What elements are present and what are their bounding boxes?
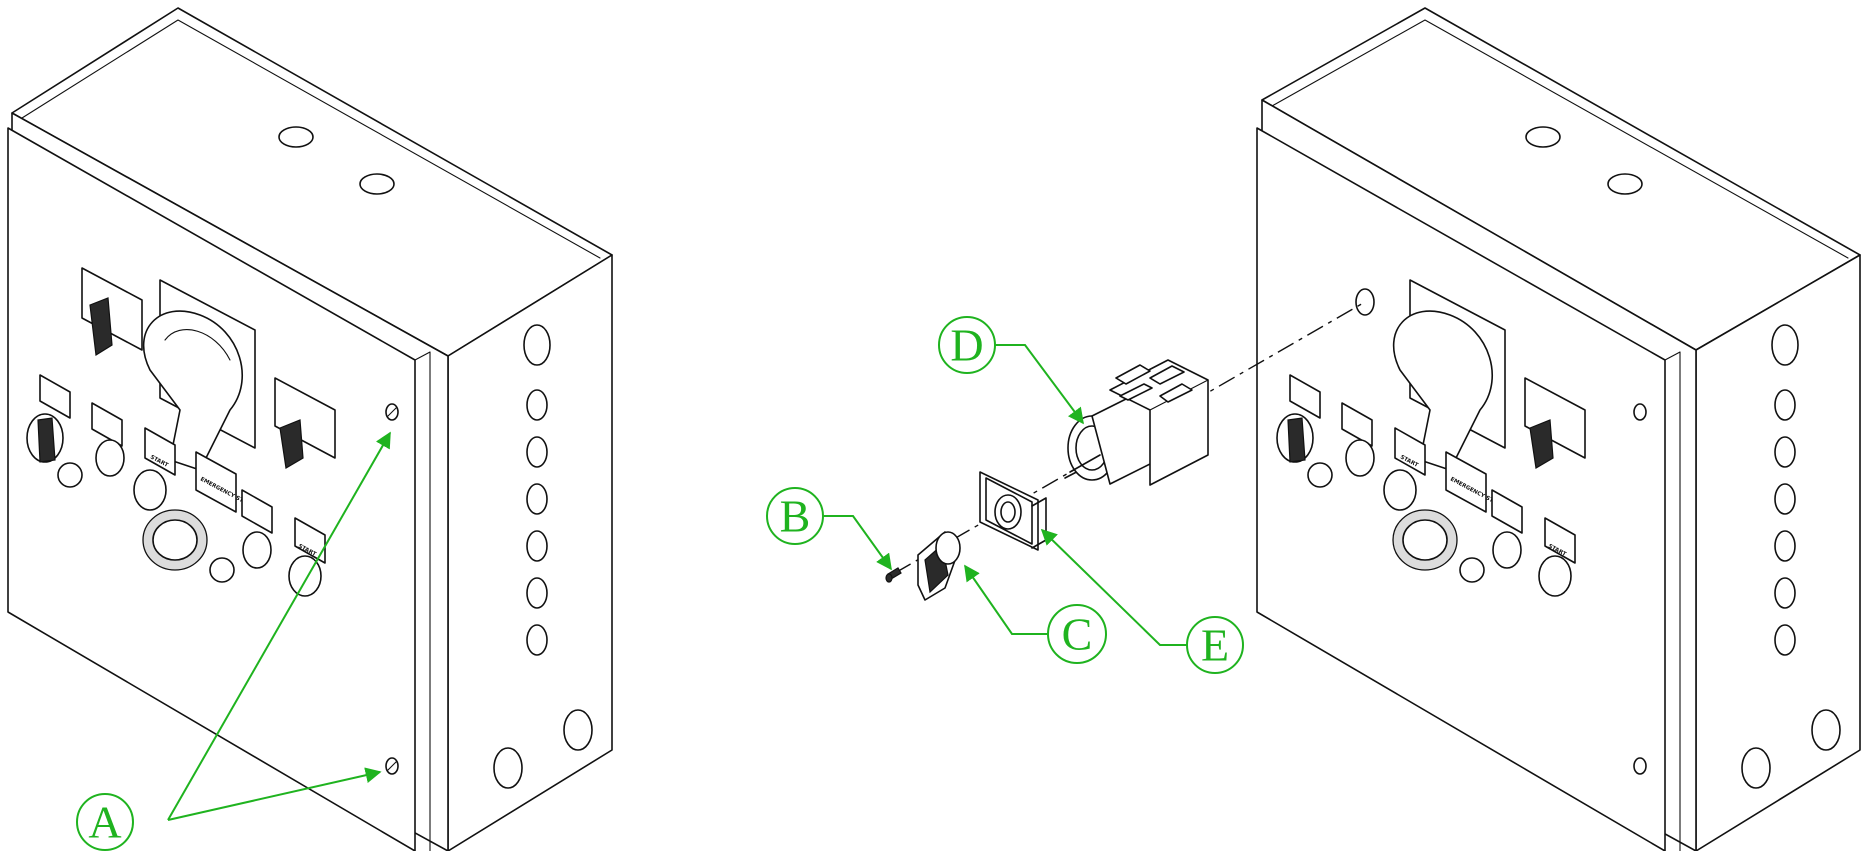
conduit-hole — [359, 173, 395, 195]
selector-switch — [274, 377, 336, 459]
callout-label-e: E — [1201, 620, 1229, 671]
callout-a: A — [76, 431, 391, 851]
assembly-axis — [894, 301, 1366, 574]
right-operator-row: START EMERGENCY STOP START — [1276, 374, 1576, 597]
part-operator-body — [1064, 359, 1209, 486]
callout-label-a: A — [88, 797, 121, 848]
conduit-hole — [278, 126, 314, 148]
part-knob — [917, 531, 961, 601]
callout-label-d: D — [950, 320, 983, 371]
part-screw — [885, 567, 902, 583]
part-legend-plate — [979, 471, 1047, 551]
callout-label-c: C — [1062, 609, 1093, 660]
right-enclosure: START EMERGENCY STOP START — [1256, 7, 1861, 851]
side-knockouts — [1741, 324, 1841, 789]
selector-switch — [81, 267, 143, 351]
callout-c: C — [964, 564, 1107, 664]
left-enclosure: START EMERGENCY STOP START — [7, 7, 613, 851]
callout-b: B — [766, 487, 892, 571]
callout-label-b: B — [780, 491, 811, 542]
callout-e: E — [1040, 528, 1244, 674]
disconnect-handle — [142, 310, 244, 471]
callout-d: D — [938, 316, 1084, 425]
side-knockouts — [493, 324, 593, 789]
mounting-hole — [1355, 288, 1375, 316]
